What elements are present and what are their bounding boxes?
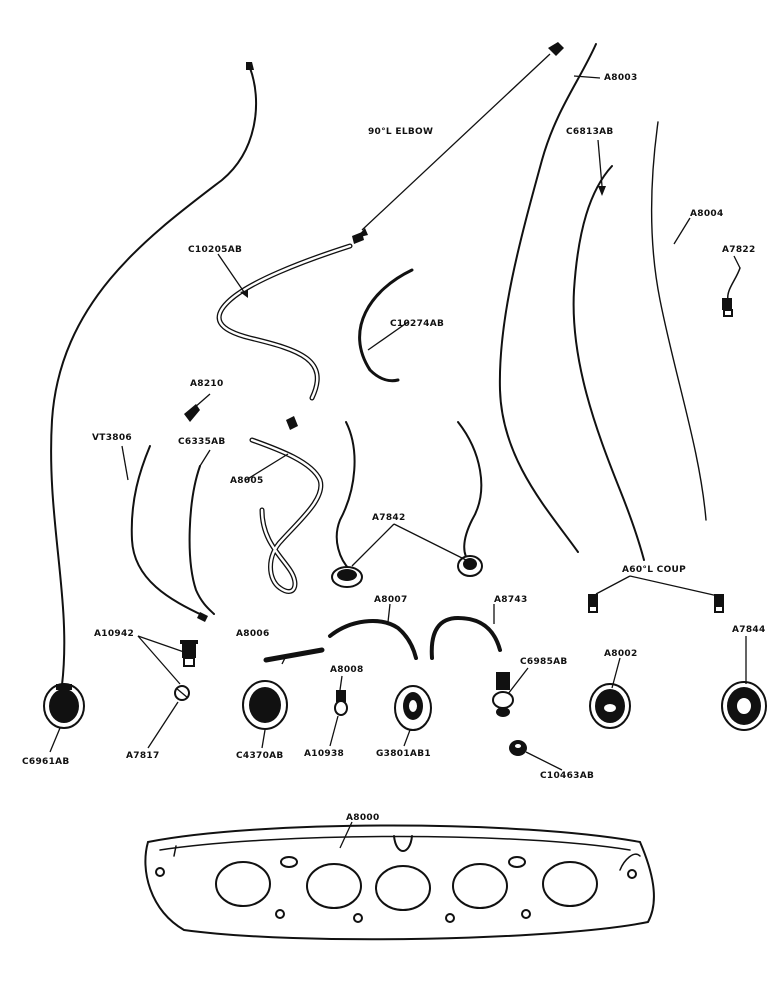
gauge-c6961 [43, 683, 85, 729]
label-a8002: A8002 [604, 649, 638, 659]
tube-a8007 [328, 619, 418, 660]
label-c6985: C6985AB [520, 657, 568, 667]
panel-a8000 [144, 824, 655, 941]
rod-a8006 [263, 647, 325, 663]
label-a8003: A8003 [604, 73, 638, 83]
coupling-left [588, 594, 598, 613]
coupling-right [714, 594, 724, 613]
label-a7842: A7842 [372, 513, 406, 523]
label-a10938: A10938 [304, 749, 344, 759]
part-labels: A8003 90°L ELBOW C6813AB A8004 A7822 C10… [22, 73, 766, 823]
connector-a10942 [180, 640, 198, 667]
leader-lines [49, 75, 747, 849]
label-elbow: 90°L ELBOW [368, 127, 433, 137]
label-coup: A60°L COUP [622, 565, 686, 575]
label-a8008: A8008 [330, 665, 364, 675]
tube-c10274 [358, 268, 414, 383]
gauge-a7844 [721, 681, 767, 731]
assembly-a7842-left [331, 421, 363, 588]
label-a8006: A8006 [236, 629, 270, 639]
label-a7844: A7844 [732, 625, 766, 635]
label-a8210: A8210 [190, 379, 224, 389]
label-c4370: C4370AB [236, 751, 284, 761]
gauge-g3801 [394, 685, 432, 731]
wire-a8004 [650, 121, 707, 521]
label-c6961: C6961AB [22, 757, 70, 767]
label-a7822: A7822 [722, 245, 756, 255]
wire-c6335 [188, 465, 215, 615]
cap-c10463 [509, 740, 527, 756]
tube-c10205 [216, 243, 353, 401]
label-c10205: C10205AB [188, 245, 242, 255]
label-a10942: A10942 [94, 629, 134, 639]
tube-a8005 [249, 437, 324, 594]
label-a8000: A8000 [346, 813, 380, 823]
fitting-a7822 [722, 267, 741, 317]
wire-c6961-long [50, 62, 258, 686]
label-c6813: C6813AB [566, 127, 614, 137]
label-a8007: A8007 [374, 595, 408, 605]
label-a7817: A7817 [126, 751, 160, 761]
label-c10274: C10274AB [390, 319, 444, 329]
label-c6335: C6335AB [178, 437, 226, 447]
label-a8743: A8743 [494, 595, 528, 605]
assembly-a7842-right [457, 421, 483, 577]
wire-vt3806 [130, 445, 208, 622]
label-a8004: A8004 [690, 209, 724, 219]
knob-a7817 [174, 685, 190, 701]
wire-c6813 [572, 165, 645, 561]
label-a8005: A8005 [230, 476, 264, 486]
label-vt3806: VT3806 [92, 433, 132, 443]
label-c10463: C10463AB [540, 771, 594, 781]
wire-a8003 [498, 43, 597, 553]
switch-a10938 [334, 690, 348, 716]
gauge-c4370 [242, 680, 288, 730]
elbow-fitting [352, 42, 564, 244]
light-c6985 [492, 672, 514, 717]
gauge-a8002 [589, 683, 631, 729]
tube-a8743 [429, 616, 502, 660]
label-g3801: G3801AB1 [376, 749, 431, 759]
connector-a8210 [184, 393, 298, 430]
